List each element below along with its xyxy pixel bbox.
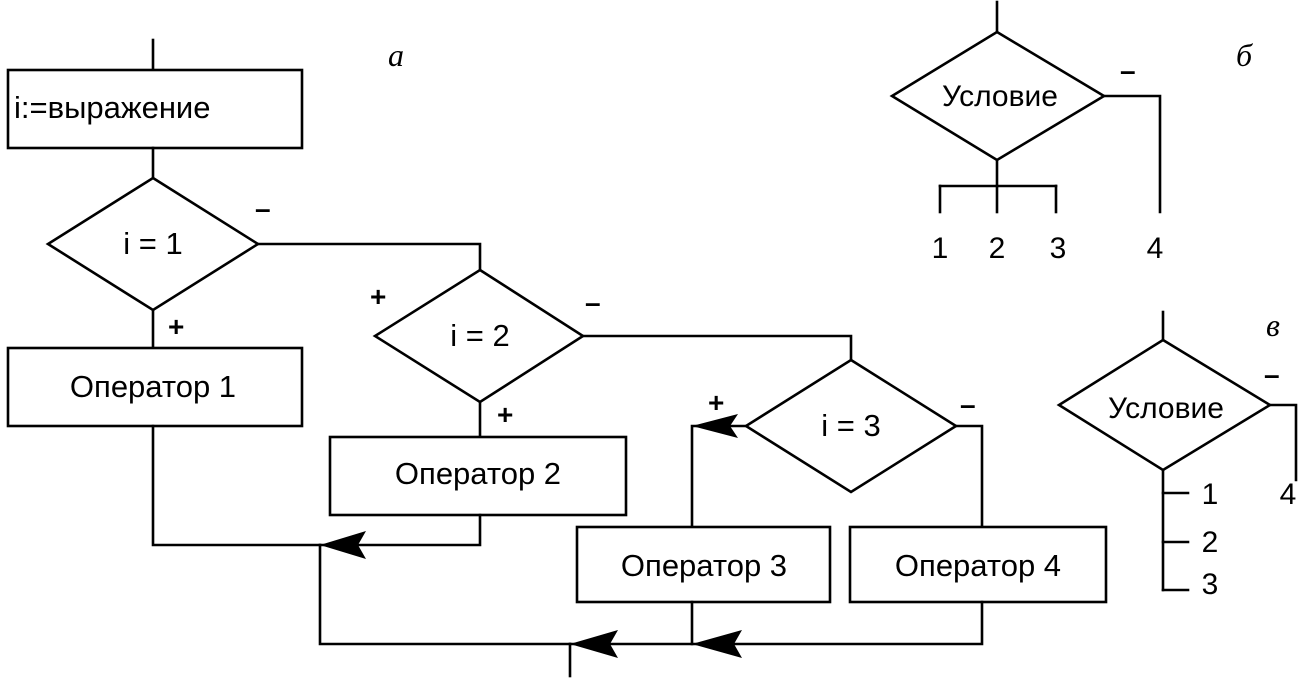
- line-op2-merge: [318, 513, 482, 547]
- b-minus-sign: –: [1120, 55, 1136, 86]
- v-label-2: 2: [1202, 526, 1219, 559]
- panel-a: i:=выражение i = 1 – + Оператор 1 i = 2 …: [6, 37, 1108, 678]
- cond2-minus-sign: –: [585, 287, 601, 318]
- panel-b-label: б: [1236, 37, 1253, 73]
- b-label-3: 3: [1050, 232, 1067, 265]
- op2-text: Оператор 2: [395, 456, 561, 491]
- arrow-merge-1: [320, 531, 366, 559]
- b-decision-text: Условие: [942, 80, 1058, 113]
- cond2-plus-sign: +: [497, 399, 513, 430]
- decision-i3-text: i = 3: [821, 408, 880, 443]
- assign-box: [6, 68, 304, 150]
- arrow-cond3-yes: [692, 414, 738, 438]
- panel-a-label: а: [388, 37, 404, 73]
- b-label-4: 4: [1147, 232, 1164, 265]
- cond2-plus-left-sign: +: [370, 281, 386, 312]
- op3-text: Оператор 3: [621, 548, 787, 583]
- line-op3-merge: [568, 600, 694, 646]
- cond3-minus-sign: –: [960, 389, 976, 420]
- panel-b: Условие – 1 2 3 4 б: [889, 0, 1253, 265]
- b-label-1: 1: [932, 232, 949, 265]
- line-op1-merge: [151, 424, 322, 547]
- cond1-minus-sign: –: [255, 193, 271, 224]
- line-cond3-op3: [690, 424, 748, 529]
- v-no-branch: [1268, 403, 1298, 482]
- v-label-1: 1: [1202, 478, 1219, 511]
- v-label-3: 3: [1202, 568, 1219, 601]
- arrow-merge-2: [570, 630, 618, 658]
- cond1-plus-sign: +: [168, 311, 184, 342]
- op4-text: Оператор 4: [895, 548, 1061, 583]
- line-cond2-cond3: [581, 334, 853, 362]
- op1-text: Оператор 1: [70, 369, 236, 404]
- op4-box: [848, 525, 1108, 604]
- panel-v-label: в: [1266, 307, 1280, 343]
- op1-box: [6, 346, 304, 428]
- line-cond3-op4: [954, 424, 984, 529]
- panel-v: Условие – 1 2 3 4 в: [1056, 307, 1298, 601]
- b-label-2: 2: [989, 232, 1006, 265]
- cond3-plus-sign: +: [708, 387, 724, 418]
- decision-i3: [743, 358, 959, 494]
- assign-text: i:=выражение: [14, 90, 211, 125]
- line-cond1-cond2: [256, 242, 482, 272]
- op3-box: [575, 525, 832, 604]
- b-no-branch: [1102, 94, 1162, 214]
- op2-box: [328, 435, 628, 517]
- decision-i2-text: i = 2: [450, 318, 509, 353]
- line-merge1-down: [318, 543, 572, 646]
- decision-i1-text: i = 1: [123, 226, 182, 261]
- v-minus-sign: –: [1264, 359, 1280, 390]
- v-label-4: 4: [1280, 478, 1297, 511]
- line-op4-merge: [690, 600, 984, 646]
- v-decision-text: Условие: [1108, 392, 1224, 425]
- arrow-merge-3: [692, 630, 742, 658]
